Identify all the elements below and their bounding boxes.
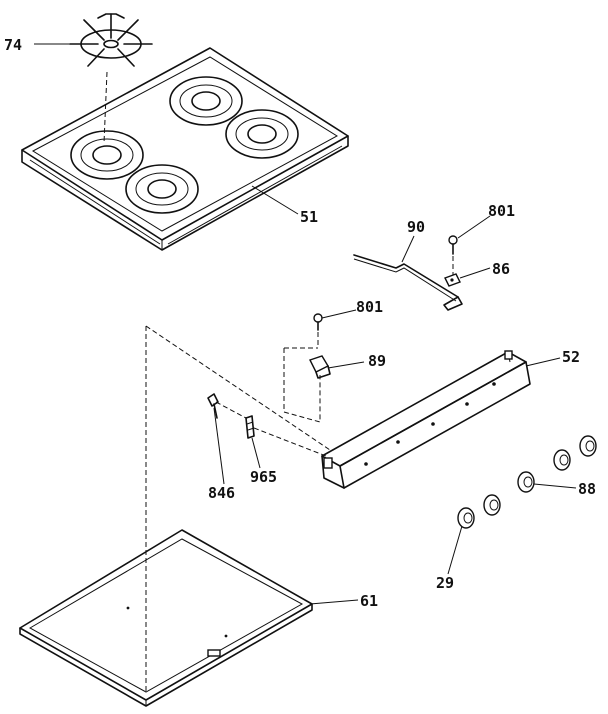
manifold-panel-52 [321, 350, 531, 489]
burner-front-left [70, 130, 144, 180]
label-52: 52 [562, 348, 580, 366]
burner-rear-left [169, 76, 243, 126]
label-86: 86 [492, 260, 510, 278]
spring-clip-leaders [215, 401, 327, 457]
knob-3 [517, 471, 535, 493]
bracket-leaders [283, 332, 321, 423]
grate-leader-dashed [103, 71, 108, 144]
callout-leaders [34, 43, 577, 605]
rod-90 [353, 254, 463, 311]
screw-801-mid [313, 313, 323, 331]
burner-front-right [125, 164, 199, 214]
label-801-top: 801 [488, 202, 515, 220]
label-801-mid: 801 [356, 298, 383, 316]
knobs [457, 435, 597, 529]
label-90: 90 [407, 218, 425, 236]
label-61: 61 [360, 592, 378, 610]
label-29: 29 [436, 574, 454, 592]
clip-86 [444, 273, 461, 287]
knob-1 [457, 507, 475, 529]
grate-74 [69, 13, 153, 67]
burner-rear-right [225, 109, 299, 159]
label-965: 965 [250, 468, 277, 486]
bracket-89 [309, 355, 331, 379]
knob-4 [553, 449, 571, 471]
cooktop-51 [21, 47, 349, 251]
label-88: 88 [578, 480, 596, 498]
label-51: 51 [300, 208, 318, 226]
knob-2 [483, 494, 501, 516]
pan-leaders [145, 325, 331, 692]
label-89: 89 [368, 352, 386, 370]
bottom-pan-61 [19, 529, 313, 707]
clip-965 [245, 415, 255, 439]
knob-5 [579, 435, 597, 457]
screw-801-top [448, 235, 458, 255]
spring-846 [207, 393, 219, 419]
label-846: 846 [208, 484, 235, 502]
label-74: 74 [4, 36, 22, 54]
